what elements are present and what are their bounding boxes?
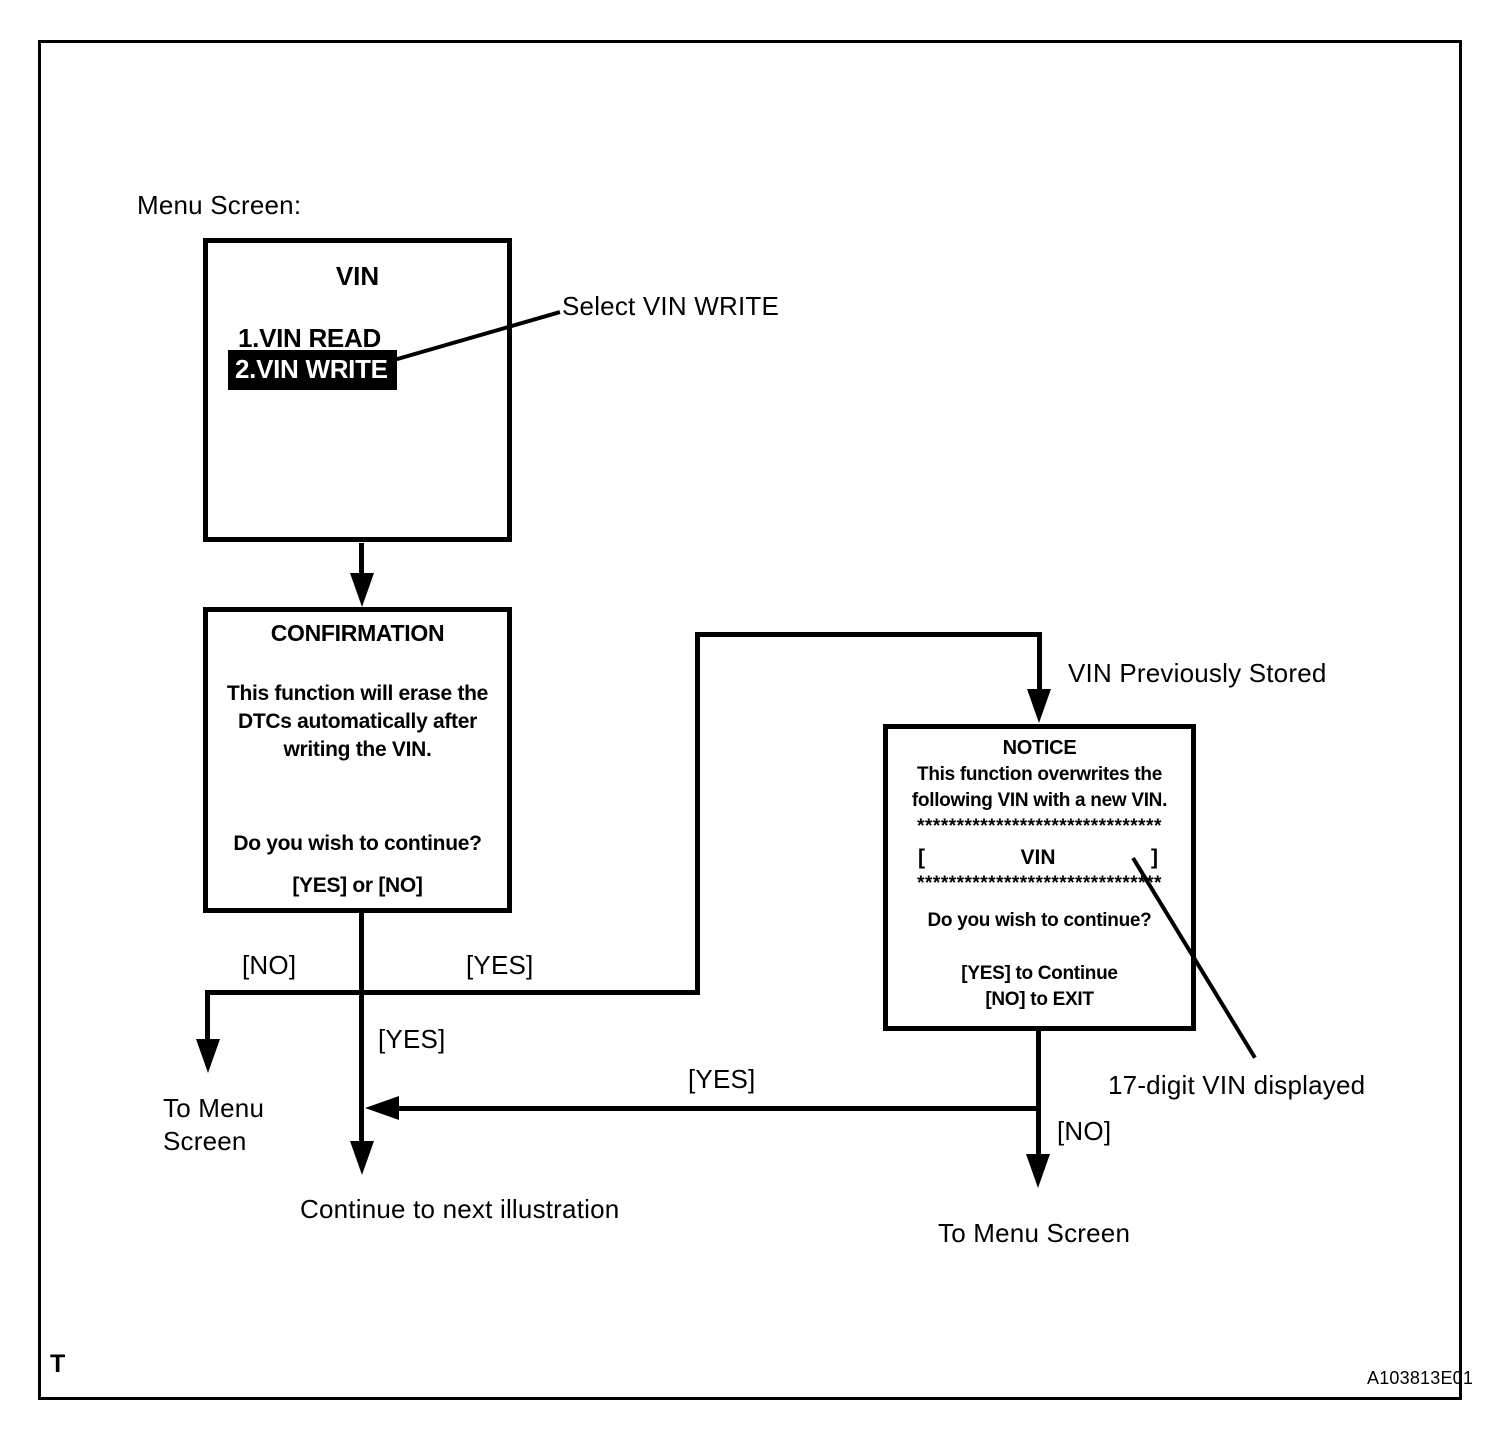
flow-line-confirmation-down xyxy=(359,913,364,1143)
notice-yes-label: [YES] xyxy=(688,1064,756,1094)
flow-line-confirmation-branch xyxy=(205,990,700,995)
to-menu-screen-left-line1: To Menu xyxy=(163,1093,265,1123)
notice-vin-display: VIN xyxy=(1020,846,1056,869)
seventeen-digit-vin-label: 17-digit VIN displayed xyxy=(1108,1070,1366,1100)
continue-next-illustration-label: Continue to next illustration xyxy=(300,1194,620,1224)
arrowhead-yes-return xyxy=(365,1096,399,1120)
menu-item-vin-write-selected: 2.VIN WRITE xyxy=(228,350,397,390)
vin-menu-title: VIN xyxy=(335,261,380,291)
notice-vin-bracket-close: ] xyxy=(1150,846,1158,869)
notice-no-option: [NO] to EXIT xyxy=(985,989,1094,1010)
confirmation-yes-label: [YES] xyxy=(466,950,534,980)
to-menu-screen-left-line2: Screen xyxy=(163,1126,247,1156)
vin-menu-screen-box: VIN 1.VIN READ 2.VIN WRITE xyxy=(203,238,512,542)
select-vin-write-label: Select VIN WRITE xyxy=(562,291,780,321)
arrowhead-continue-next xyxy=(350,1141,374,1175)
notice-title: NOTICE xyxy=(1002,737,1077,759)
vin-previously-stored-label: VIN Previously Stored xyxy=(1068,658,1327,688)
notice-question: Do you wish to continue? xyxy=(927,910,1152,931)
confirmation-yes-down-label: [YES] xyxy=(378,1024,446,1054)
menu-screen-label: Menu Screen: xyxy=(137,190,302,220)
flow-line-into-notice xyxy=(1037,634,1042,692)
notice-no-label: [NO] xyxy=(1057,1116,1112,1146)
confirmation-body-line1: This function will erase the xyxy=(226,682,489,705)
arrowhead-into-confirmation xyxy=(350,573,374,607)
arrowhead-into-notice xyxy=(1027,689,1051,723)
notice-screen-box: NOTICE This function overwrites the foll… xyxy=(883,724,1196,1031)
notice-stars-top: ******************************* xyxy=(917,816,1162,837)
arrowhead-to-menu-right xyxy=(1026,1154,1050,1188)
confirmation-title: CONFIRMATION xyxy=(270,620,445,646)
flow-line-yes-over xyxy=(695,632,1042,637)
arrowhead-to-menu-left xyxy=(196,1039,220,1073)
flow-line-notice-down xyxy=(1036,1031,1041,1156)
notice-yes-option: [YES] to Continue xyxy=(961,963,1118,984)
confirmation-question: Do you wish to continue? xyxy=(233,832,482,855)
page-footer-mark: T xyxy=(50,1350,66,1378)
notice-body-line2: following VIN with a new VIN. xyxy=(911,790,1168,811)
confirmation-body-line2: DTCs automatically after xyxy=(237,710,478,733)
confirmation-options: [YES] or [NO] xyxy=(292,874,423,897)
confirmation-screen-box: CONFIRMATION This function will erase th… xyxy=(203,607,512,913)
menu-item-vin-read: 1.VIN READ xyxy=(238,323,381,353)
confirmation-no-label: [NO] xyxy=(242,950,297,980)
flow-line-notice-yes-return xyxy=(396,1106,1039,1111)
figure-code: A103813E01 xyxy=(1367,1368,1474,1388)
confirmation-body-line3: writing the VIN. xyxy=(283,738,432,761)
notice-body-line1: This function overwrites the xyxy=(917,764,1162,785)
notice-vin-bracket-open: [ xyxy=(918,846,925,869)
notice-stars-bottom: ******************************* xyxy=(917,873,1162,894)
flow-line-vin-to-confirmation xyxy=(359,543,364,575)
flow-line-yes-up xyxy=(695,632,700,995)
to-menu-screen-right-label: To Menu Screen xyxy=(938,1218,1131,1248)
flow-line-no-branch xyxy=(205,990,210,1042)
